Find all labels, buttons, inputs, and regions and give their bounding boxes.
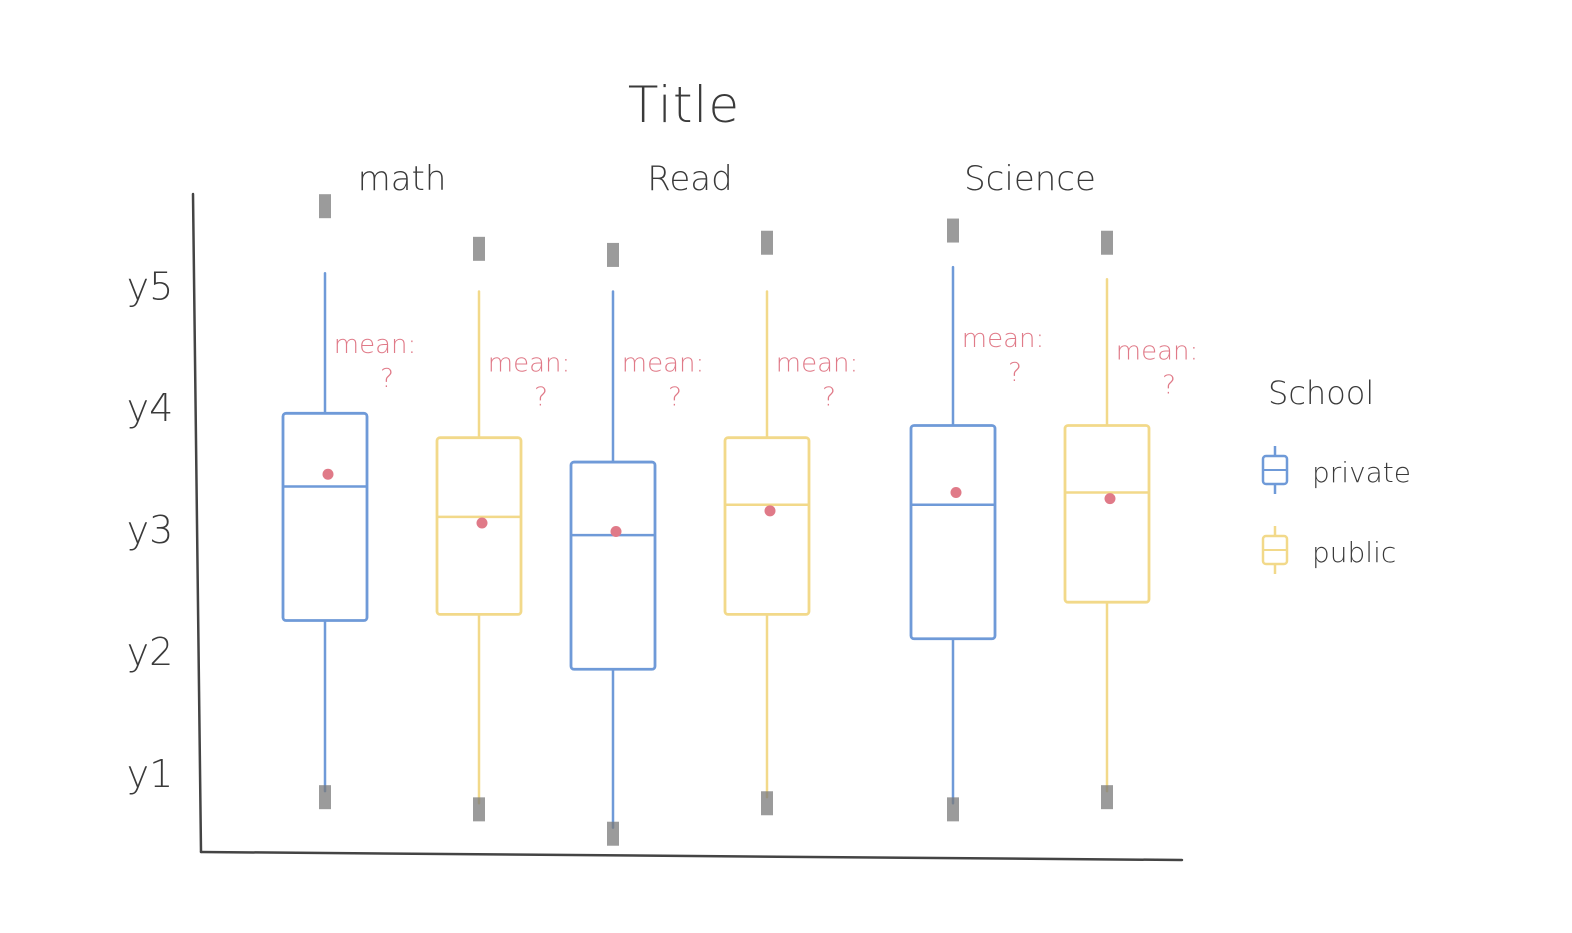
iqr-box: [1063, 424, 1151, 604]
mean-annotation: mean:?: [488, 348, 571, 412]
outlier-marker: [761, 230, 773, 255]
outlier-marker: [319, 785, 331, 810]
legend-items: private public: [1261, 446, 1411, 574]
iqr-box: [909, 424, 997, 641]
legend-item-public: public: [1261, 526, 1396, 574]
mean-value: ?: [822, 382, 836, 412]
y-tick-label: y3: [127, 508, 174, 552]
mean-label: mean:: [622, 348, 705, 378]
y-tick-label: y2: [127, 630, 174, 674]
mean-label: mean:: [1116, 336, 1199, 366]
boxes: mean:?mean:?mean:?mean:?mean:?mean:?: [281, 194, 1199, 846]
mean-label: mean:: [962, 324, 1045, 354]
mean-value: ?: [668, 382, 682, 412]
outlier-marker: [607, 242, 619, 267]
x-axis-line: [199, 850, 1184, 862]
mean-marker: [764, 505, 776, 517]
mean-annotation: mean:?: [622, 348, 705, 412]
mean-annotation: mean:?: [962, 324, 1045, 388]
legend-label: public: [1312, 536, 1396, 569]
box-science-private: mean:?: [909, 218, 1045, 822]
facet-label: Science: [964, 159, 1096, 199]
outlier-marker: [473, 797, 485, 822]
legend: School private public: [1261, 374, 1411, 574]
mean-marker: [950, 487, 962, 499]
legend-label: private: [1312, 456, 1411, 489]
legend-item-private: private: [1261, 446, 1411, 494]
outlier-marker: [607, 821, 619, 846]
y-tick-label: y4: [127, 386, 174, 430]
mean-label: mean:: [776, 348, 859, 378]
mean-marker: [322, 468, 334, 480]
outlier-marker: [947, 797, 959, 822]
outlier-marker: [947, 218, 959, 243]
mean-annotation: mean:?: [776, 348, 859, 412]
y-axis-line: [191, 192, 203, 854]
facet-label: Read: [647, 159, 732, 199]
box-science-public: mean:?: [1063, 230, 1199, 810]
outlier-marker: [1101, 785, 1113, 810]
y-tick-label: y1: [127, 752, 174, 796]
y-tick-label: y5: [127, 264, 174, 308]
box-read-private: mean:?: [569, 242, 705, 846]
chart-title: Title: [628, 76, 740, 134]
outlier-marker: [761, 791, 773, 816]
outlier-marker: [1101, 230, 1113, 255]
iqr-box: [569, 460, 657, 671]
facet-labels: math Read Science: [358, 159, 1096, 199]
mean-marker: [1104, 493, 1116, 505]
mean-value: ?: [1162, 370, 1176, 400]
box-math-public: mean:?: [435, 236, 571, 822]
mean-label: mean:: [334, 330, 417, 360]
mean-label: mean:: [488, 348, 571, 378]
iqr-box: [723, 436, 811, 616]
facet-label: math: [358, 159, 447, 199]
axes: [191, 192, 1184, 862]
outlier-marker: [319, 194, 331, 219]
mean-marker: [476, 517, 488, 529]
mean-annotation: mean:?: [334, 330, 417, 394]
iqr-box: [281, 411, 369, 622]
outlier-marker: [473, 236, 485, 261]
mean-annotation: mean:?: [1116, 336, 1199, 400]
legend-title: School: [1268, 374, 1374, 412]
mean-marker: [610, 526, 622, 538]
box-math-private: mean:?: [281, 194, 417, 810]
y-tick-labels: y5 y4 y3 y2 y1: [127, 264, 174, 795]
mean-value: ?: [380, 364, 394, 394]
box-read-public: mean:?: [723, 230, 859, 816]
mean-value: ?: [534, 382, 548, 412]
mean-value: ?: [1008, 358, 1022, 388]
